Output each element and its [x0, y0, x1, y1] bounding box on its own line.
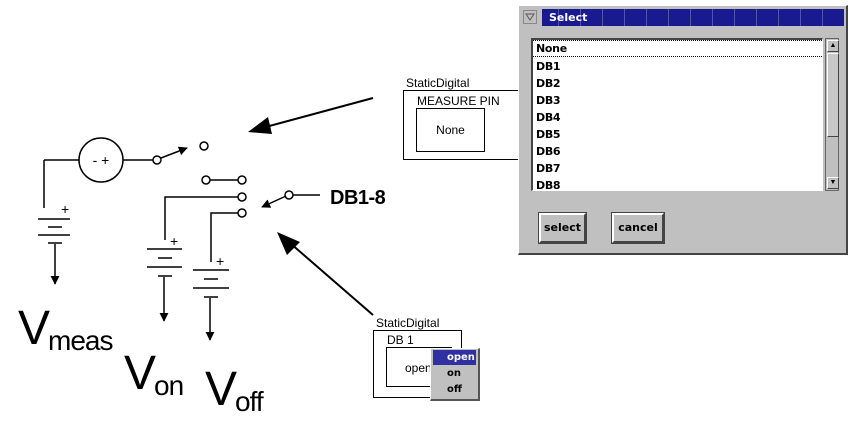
switch-node [152, 155, 162, 165]
terminal-on [237, 192, 247, 202]
menu-item-on[interactable]: on [447, 368, 461, 379]
list-item[interactable]: DB6 [536, 145, 561, 158]
measure-widget-title: MEASURE PIN [417, 94, 500, 108]
scroll-thumb[interactable] [827, 53, 839, 137]
list-item[interactable]: DB3 [536, 94, 561, 107]
db-range-label: DB1-8 [330, 187, 386, 209]
cancel-button[interactable]: cancel [611, 212, 665, 244]
dialog-title: Select [542, 9, 844, 26]
scroll-down-icon[interactable]: ▼ [827, 177, 839, 189]
battery-plus: + [170, 233, 178, 249]
select-dialog: Select None DB1 DB2 DB3 DB4 DB5 DB6 DB7 … [518, 5, 848, 255]
menu-item-open[interactable]: open [433, 350, 476, 365]
scroll-up-icon[interactable]: ▲ [827, 40, 839, 52]
db-widget-caption: StaticDigital [376, 316, 440, 330]
terminal-off [237, 208, 247, 218]
battery-vmeas: + [38, 201, 70, 244]
measure-value: None [436, 123, 465, 137]
list-scrollbar[interactable]: ▲ ▼ [825, 38, 839, 191]
state-popup-menu: open on off [430, 348, 480, 401]
list-item[interactable]: None [533, 40, 822, 57]
select-button[interactable]: select [538, 212, 587, 244]
battery-plus: + [216, 253, 224, 269]
measure-value-box[interactable]: None [416, 108, 485, 152]
measure-widget-caption: StaticDigital [406, 76, 470, 90]
list-item[interactable]: DB1 [536, 60, 561, 73]
db-value: open [405, 361, 432, 375]
von-label: Von [124, 347, 184, 401]
vmeas-label: Vmeas [18, 302, 113, 356]
pin-listbox[interactable]: None DB1 DB2 DB3 DB4 DB5 DB6 DB7 DB8 [531, 38, 823, 191]
list-item[interactable]: DB8 [536, 179, 561, 191]
battery-voff: + [193, 253, 229, 298]
window-menu-icon[interactable] [523, 10, 537, 24]
list-item[interactable]: DB5 [536, 128, 561, 141]
db-switch-node [284, 190, 294, 200]
voff-label: Voff [205, 363, 264, 417]
voltage-source: - + [78, 137, 124, 183]
list-item[interactable]: DB4 [536, 111, 561, 124]
callout-arrow-db [277, 232, 374, 316]
list-item[interactable]: DB7 [536, 162, 561, 175]
terminal-measure [199, 141, 209, 151]
callout-arrow-measure [248, 97, 374, 134]
terminal-loop-a [201, 175, 211, 185]
battery-von: + [147, 233, 182, 277]
battery-plus: + [61, 201, 69, 217]
menu-item-off[interactable]: off [447, 384, 462, 395]
list-item[interactable]: DB2 [536, 77, 561, 90]
terminal-loop-b [237, 175, 247, 185]
db-widget-title: DB 1 [387, 333, 414, 347]
source-sign: - + [93, 152, 110, 168]
